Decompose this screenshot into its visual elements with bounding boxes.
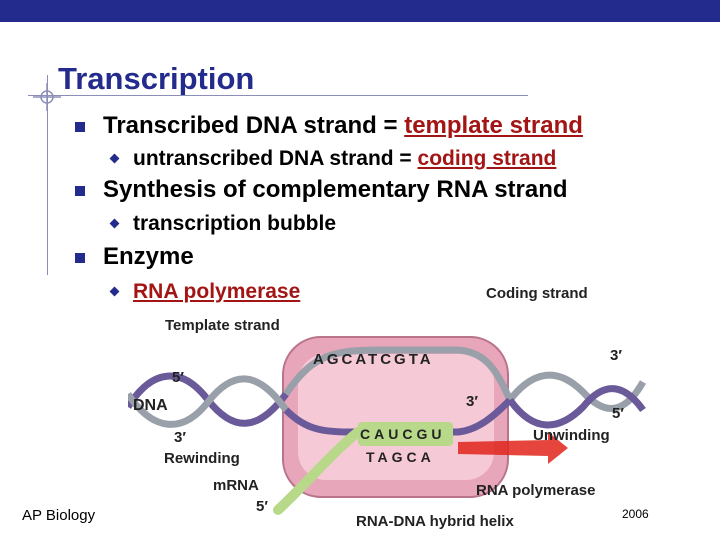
template-strand-link[interactable]: template strand bbox=[404, 112, 583, 139]
bullet-1-text: Transcribed DNA strand = template strand bbox=[103, 112, 583, 140]
diamond-bullet-icon bbox=[109, 286, 120, 297]
label-5prime-left: 5′ bbox=[172, 369, 184, 386]
rna-dna-hybrid bbox=[358, 422, 453, 446]
diamond-bullet-icon bbox=[109, 218, 120, 229]
template-bases: TAGCA bbox=[366, 449, 435, 465]
coding-strand-left bbox=[128, 375, 289, 428]
transcription-bubble bbox=[298, 354, 494, 480]
label-3prime-left: 3′ bbox=[174, 429, 186, 446]
mrna-strand bbox=[273, 427, 363, 515]
diamond-bullet-icon bbox=[109, 153, 120, 164]
transcription-diagram: AGCATCGTA CAUCGU TAGCA Coding strand Tem… bbox=[128, 285, 647, 530]
label-template-strand: Template strand bbox=[165, 317, 280, 334]
label-rewinding: Rewinding bbox=[164, 450, 240, 467]
vertical-rule bbox=[47, 75, 48, 275]
coding-strand-top bbox=[283, 346, 514, 402]
bullet-2-text: Synthesis of complementary RNA strand bbox=[103, 176, 568, 203]
template-strand-right bbox=[507, 385, 646, 429]
footer-course: AP Biology bbox=[22, 507, 96, 524]
bullet-3-text: Enzyme bbox=[103, 243, 194, 270]
square-bullet-icon bbox=[75, 253, 85, 263]
coding-strand-link[interactable]: coding strand bbox=[417, 147, 557, 170]
coding-bases: AGCATCGTA bbox=[313, 351, 434, 368]
top-banner bbox=[0, 0, 720, 22]
direction-arrow bbox=[458, 432, 568, 464]
label-5prime-right: 5′ bbox=[612, 405, 624, 422]
footer-year: 2006 bbox=[622, 507, 649, 521]
label-3prime-right: 3′ bbox=[610, 347, 622, 364]
label-rna-polymerase: RNA polymerase bbox=[476, 482, 596, 499]
label-unwinding: Unwinding bbox=[533, 427, 610, 444]
label-5prime-mrna: 5′ bbox=[256, 498, 268, 515]
bullet-1-prefix: Transcribed DNA strand = bbox=[103, 112, 405, 139]
rna-polymerase-link[interactable]: RNA polymerase bbox=[133, 280, 301, 303]
square-bullet-icon bbox=[75, 186, 85, 196]
label-coding-strand: Coding strand bbox=[486, 285, 588, 302]
crosshair-icon bbox=[33, 83, 61, 111]
label-dna: DNA bbox=[133, 397, 168, 414]
label-3prime-mid: 3′ bbox=[466, 393, 478, 410]
bullet-1-sub-prefix: untranscribed DNA strand = bbox=[133, 147, 418, 170]
label-mrna: mRNA bbox=[213, 477, 259, 494]
bullet-1-sub-text: untranscribed DNA strand = coding strand bbox=[133, 146, 556, 172]
template-strand-bottom bbox=[283, 397, 513, 436]
label-hybrid-helix: RNA-DNA hybrid helix bbox=[356, 513, 514, 530]
square-bullet-icon bbox=[75, 122, 85, 132]
bullet-2-sub-text: transcription bubble bbox=[133, 212, 337, 235]
rna-bases: CAUCGU bbox=[360, 426, 445, 442]
bullet-3-sub-text: RNA polymerase bbox=[133, 279, 300, 305]
slide-title: Transcription bbox=[58, 61, 255, 96]
title-underline bbox=[28, 95, 528, 96]
coding-strand-right bbox=[507, 371, 647, 412]
